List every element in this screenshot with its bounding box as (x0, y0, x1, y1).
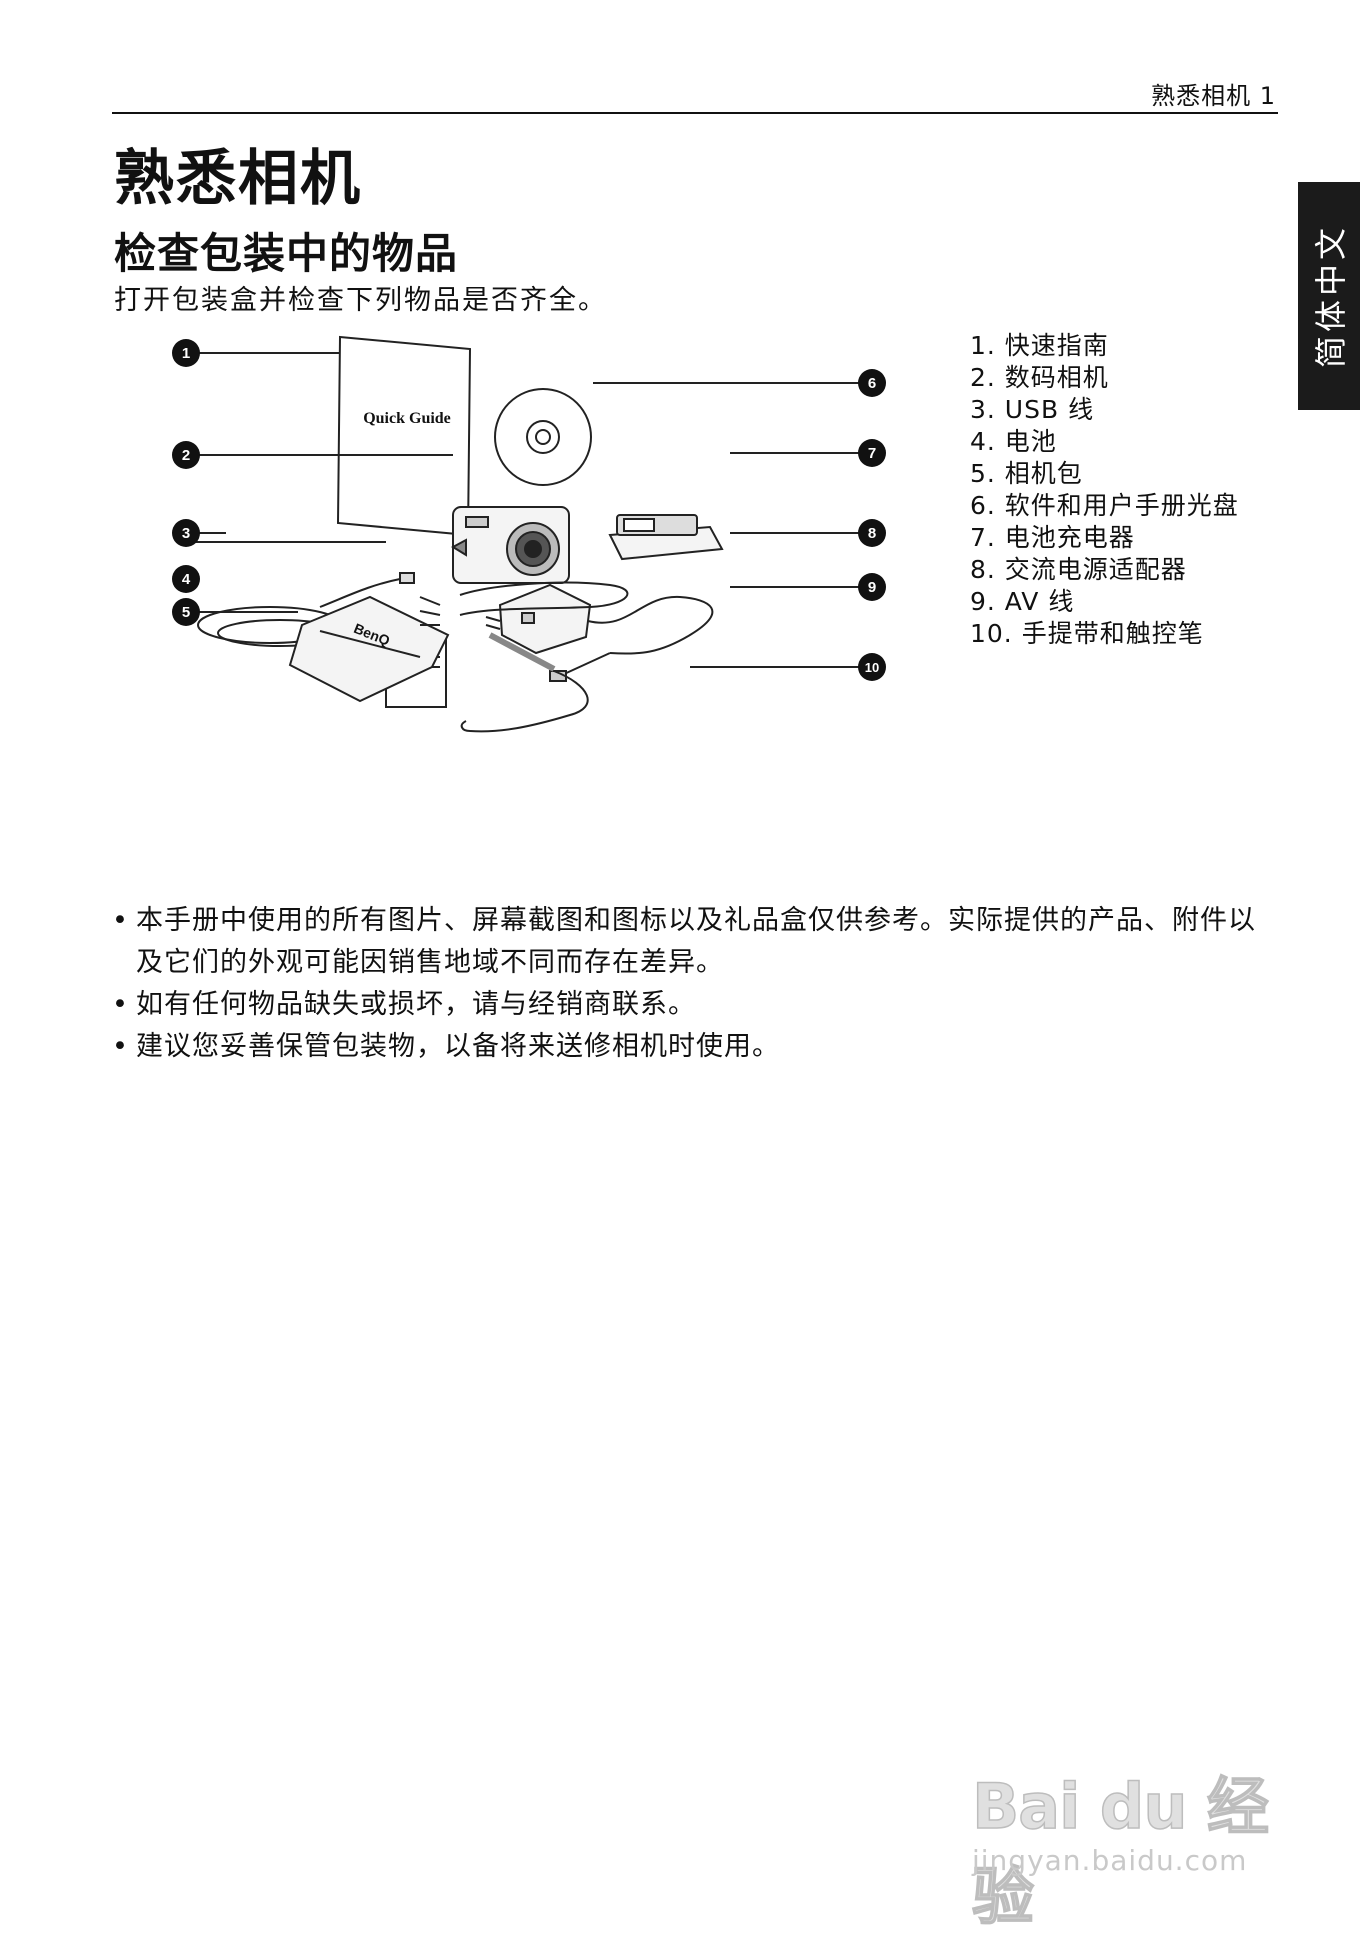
bullet-icon: • (112, 989, 129, 1020)
callout-number: 10 (865, 660, 879, 675)
callout-number: 3 (182, 525, 190, 542)
watermark-url: jingyan.baidu.com (972, 1844, 1248, 1877)
hand-strap-stylus (460, 632, 589, 733)
section-intro: 打开包装盒并检查下列物品是否齐全。 (114, 285, 607, 316)
list-item: 6. 软件和用户手册光盘 (970, 491, 1239, 520)
list-item: 9. AV 线 (970, 587, 1075, 616)
callout-number: 9 (868, 579, 876, 596)
note-text: 建议您妥善保管包装物，以备将来送修相机时使用。 (136, 1031, 780, 1062)
note-text: 如有任何物品缺失或损坏，请与经销商联系。 (136, 989, 696, 1020)
callout-number: 6 (868, 375, 876, 392)
bullet-icon: • (112, 1031, 129, 1062)
language-tab: 简体中文 (1298, 182, 1360, 410)
callout-number: 8 (868, 525, 876, 542)
callout-number: 1 (182, 345, 190, 362)
cd-disc (494, 388, 592, 486)
bullet-icon: • (112, 905, 129, 936)
package-contents-diagram: Quick Guide BenQ 1 2 3 4 5 6 7 8 9 10 (172, 335, 886, 733)
notes-list: •本手册中使用的所有图片、屏幕截图和图标以及礼品盒仅供参考。实际提供的产品、附件… (112, 900, 1282, 1068)
list-item: 3. USB 线 (970, 395, 1095, 424)
callout-badge (172, 519, 200, 547)
callout-number: 4 (182, 571, 191, 588)
note-text: 本手册中使用的所有图片、屏幕截图和图标以及礼品盒仅供参考。实际提供的产品、附件以… (136, 905, 1256, 978)
note-item: •如有任何物品缺失或损坏，请与经销商联系。 (112, 984, 1282, 1026)
note-item: •建议您妥善保管包装物，以备将来送修相机时使用。 (112, 1026, 1282, 1068)
list-item: 8. 交流电源适配器 (970, 555, 1187, 584)
callout-number: 7 (868, 445, 876, 462)
callout-badge (858, 653, 886, 681)
callout-badge (172, 441, 200, 469)
baidu-watermark: Bai du 经验 jingyan.baidu.com (960, 1720, 1280, 1934)
av-cable (419, 581, 629, 626)
watermark-logo: Bai du 经验 (971, 1769, 1270, 1934)
list-item: 10. 手提带和触控笔 (970, 619, 1204, 648)
quick-guide-booklet (336, 335, 472, 537)
callout-badge (172, 598, 200, 626)
callout-badge (172, 565, 200, 593)
package-item-list: 1. 快速指南 2. 数码相机 3. USB 线 4. 电池 5. 相机包 6.… (970, 330, 1239, 650)
camera (450, 506, 570, 584)
camera-pouch (288, 595, 450, 703)
callout-number: 2 (182, 447, 190, 464)
list-item: 5. 相机包 (970, 459, 1083, 488)
list-item: 2. 数码相机 (970, 363, 1109, 392)
header-rule (112, 112, 1278, 114)
list-item: 7. 电池充电器 (970, 523, 1135, 552)
battery-charger (608, 514, 724, 561)
callout-badge (858, 519, 886, 547)
callout-badge (858, 369, 886, 397)
quick-guide-label: Quick Guide (363, 410, 451, 427)
list-item: 4. 电池 (970, 427, 1057, 456)
callout-number: 5 (182, 604, 190, 621)
page-title: 熟悉相机 (114, 144, 362, 214)
callout-badge (172, 339, 200, 367)
callout-badge (858, 439, 886, 467)
language-tab-label: 简体中文 (1312, 223, 1350, 369)
ac-adapter (485, 583, 714, 682)
section-title: 检查包装中的物品 (114, 229, 459, 278)
running-header: 熟悉相机 1 (1151, 82, 1276, 110)
list-item: 1. 快速指南 (970, 331, 1109, 360)
callout-badge (858, 573, 886, 601)
note-item: •本手册中使用的所有图片、屏幕截图和图标以及礼品盒仅供参考。实际提供的产品、附件… (112, 900, 1282, 984)
